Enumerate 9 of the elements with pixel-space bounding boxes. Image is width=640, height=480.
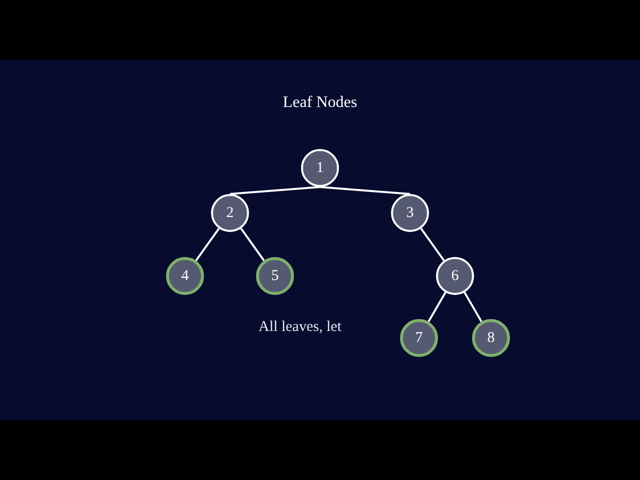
connector-line [420, 228, 445, 262]
title: Leaf Nodes [282, 94, 358, 112]
connector-line [320, 186, 410, 195]
connector-line [230, 186, 320, 195]
note-text: All leaves, let [258, 319, 342, 336]
connector-line [240, 228, 265, 262]
connector-line [195, 228, 220, 262]
connector-line [464, 292, 482, 322]
connector-line [428, 292, 446, 322]
